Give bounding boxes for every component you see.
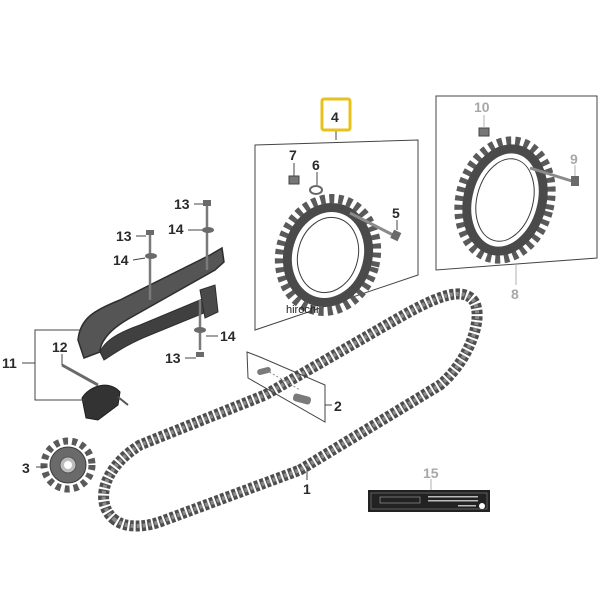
chain-inner-band [101, 291, 480, 528]
rear-sprocket-bolt-5[interactable] [349, 211, 402, 242]
slider-bolt-top-left[interactable] [145, 230, 157, 300]
bracket-pin [117, 396, 129, 406]
rear-sprocket-teeth [274, 194, 382, 316]
watermark-text: hirochi [286, 304, 318, 316]
washer-ring [309, 185, 323, 195]
callout-14-mid[interactable]: 14 [113, 252, 129, 268]
panel-8-frame [435, 95, 598, 271]
rear-sprocket-hole [296, 216, 360, 294]
bracket-body [81, 384, 121, 421]
alt-sprocket-panel-8 [435, 95, 598, 285]
chain-slider-arm [199, 284, 219, 319]
front-sprocket[interactable] [40, 437, 96, 493]
callout-4-highlight [320, 97, 352, 132]
sprocket-bore [64, 461, 72, 469]
bolt-head [390, 229, 402, 242]
chain-slider-body [77, 246, 225, 359]
sticker-frame [370, 492, 488, 510]
callout-3[interactable]: 3 [22, 460, 30, 476]
master-link-frame [246, 351, 326, 423]
washer [194, 327, 206, 333]
link-plate-b [292, 393, 312, 405]
bolt-head [196, 352, 204, 357]
alt-sprocket-hole [475, 158, 535, 242]
link-plate-a [257, 366, 271, 376]
alt-sprocket-nut-10[interactable] [478, 127, 490, 137]
bolt-head [571, 176, 579, 186]
washer-6[interactable] [309, 185, 323, 195]
washer [202, 227, 214, 233]
drive-chain[interactable] [98, 288, 483, 532]
master-link-panel [246, 351, 332, 423]
nut-7[interactable] [288, 175, 300, 185]
bracket-screw [61, 363, 99, 387]
callout-13-low[interactable]: 13 [165, 350, 181, 366]
callout-15[interactable]: 15 [423, 465, 439, 481]
bolt-shank [349, 211, 396, 238]
rear-sprocket-ring [282, 202, 374, 308]
alt-sprocket-ring [462, 144, 548, 256]
sticker-mini-chain [379, 496, 421, 504]
slider-bolt-lower[interactable] [194, 300, 206, 357]
callout-12[interactable]: 12 [52, 339, 68, 355]
washer [145, 253, 157, 259]
callout-1[interactable]: 1 [303, 481, 311, 497]
callout-8[interactable]: 8 [511, 286, 519, 302]
bolt-head [146, 230, 154, 235]
callout-13-top[interactable]: 13 [174, 196, 190, 212]
callout-4[interactable]: 4 [331, 109, 339, 125]
callout-5[interactable]: 5 [392, 205, 400, 221]
callout-10[interactable]: 10 [474, 99, 490, 115]
bolt-shank [529, 166, 576, 184]
bracket-lines [34, 329, 85, 401]
callout-11[interactable]: 11 [2, 355, 17, 371]
bolt-head [203, 200, 211, 206]
callout-13-mid[interactable]: 13 [116, 228, 132, 244]
chain-label-sticker[interactable] [368, 490, 490, 512]
sticker-line-b [428, 500, 478, 502]
leader-14b [132, 257, 146, 261]
link-clip [265, 369, 301, 391]
chain-slider[interactable] [77, 246, 225, 361]
callout-6[interactable]: 6 [312, 157, 320, 173]
alt-sprocket-bolt-9[interactable] [529, 166, 579, 186]
callout-14-low[interactable]: 14 [220, 328, 236, 344]
nut-body [288, 175, 300, 185]
slider-bolt-top-right[interactable] [202, 200, 214, 270]
sticker-line-a [428, 496, 478, 498]
slider-bracket[interactable] [61, 363, 129, 421]
panel-4-frame [254, 139, 419, 331]
rear-sprocket[interactable] [267, 188, 389, 323]
sticker-logo-mark [479, 503, 485, 509]
rear-sprocket-panel-4 [254, 130, 419, 331]
callout-7[interactable]: 7 [289, 147, 297, 163]
callout-9[interactable]: 9 [570, 151, 578, 167]
master-link[interactable] [256, 366, 312, 405]
callout-11-bracket [22, 329, 85, 401]
sticker-line-c [458, 505, 476, 507]
alt-rear-sprocket[interactable] [446, 130, 564, 269]
callout-14-top[interactable]: 14 [168, 221, 184, 237]
sprocket-teeth [40, 437, 96, 493]
nut-body [478, 127, 490, 137]
callout-2[interactable]: 2 [334, 398, 342, 414]
